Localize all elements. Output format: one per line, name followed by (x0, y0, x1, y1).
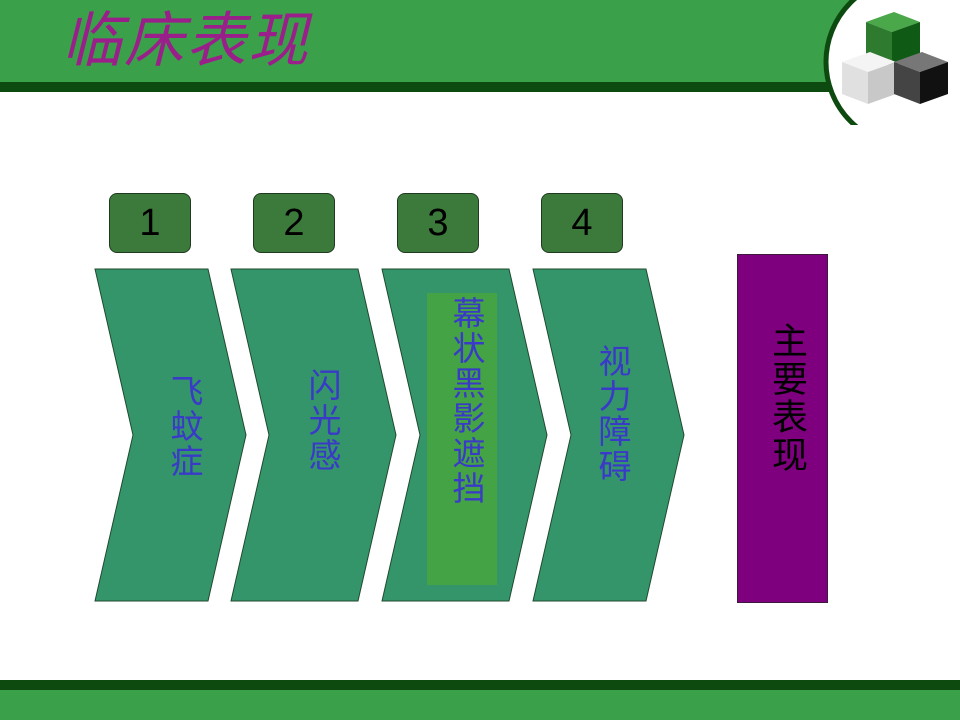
chevron-step-2 (230, 268, 397, 602)
summary-label: 主要表现 (766, 322, 807, 474)
chevron-step-1 (94, 268, 247, 602)
step-3-highlight (427, 293, 497, 585)
step-number-2: 2 (253, 193, 335, 253)
header-divider (0, 82, 960, 92)
step-number-4: 4 (541, 193, 623, 253)
chevron-step-4 (532, 268, 685, 602)
cube-logo-icon (823, 0, 960, 125)
header-band (0, 0, 960, 82)
footer-divider (0, 680, 960, 690)
step-label-1: 飞蚊症 (165, 374, 204, 479)
slide-title: 临床表现 (62, 6, 310, 76)
step-label-3: 幕状黑影遮挡 (447, 296, 486, 506)
step-label-2: 闪光感 (303, 368, 342, 473)
summary-box (737, 254, 828, 603)
step-label-4: 视力障碍 (593, 344, 632, 484)
step-number-3: 3 (397, 193, 479, 253)
step-number-1: 1 (109, 193, 191, 253)
footer-band (0, 690, 960, 720)
